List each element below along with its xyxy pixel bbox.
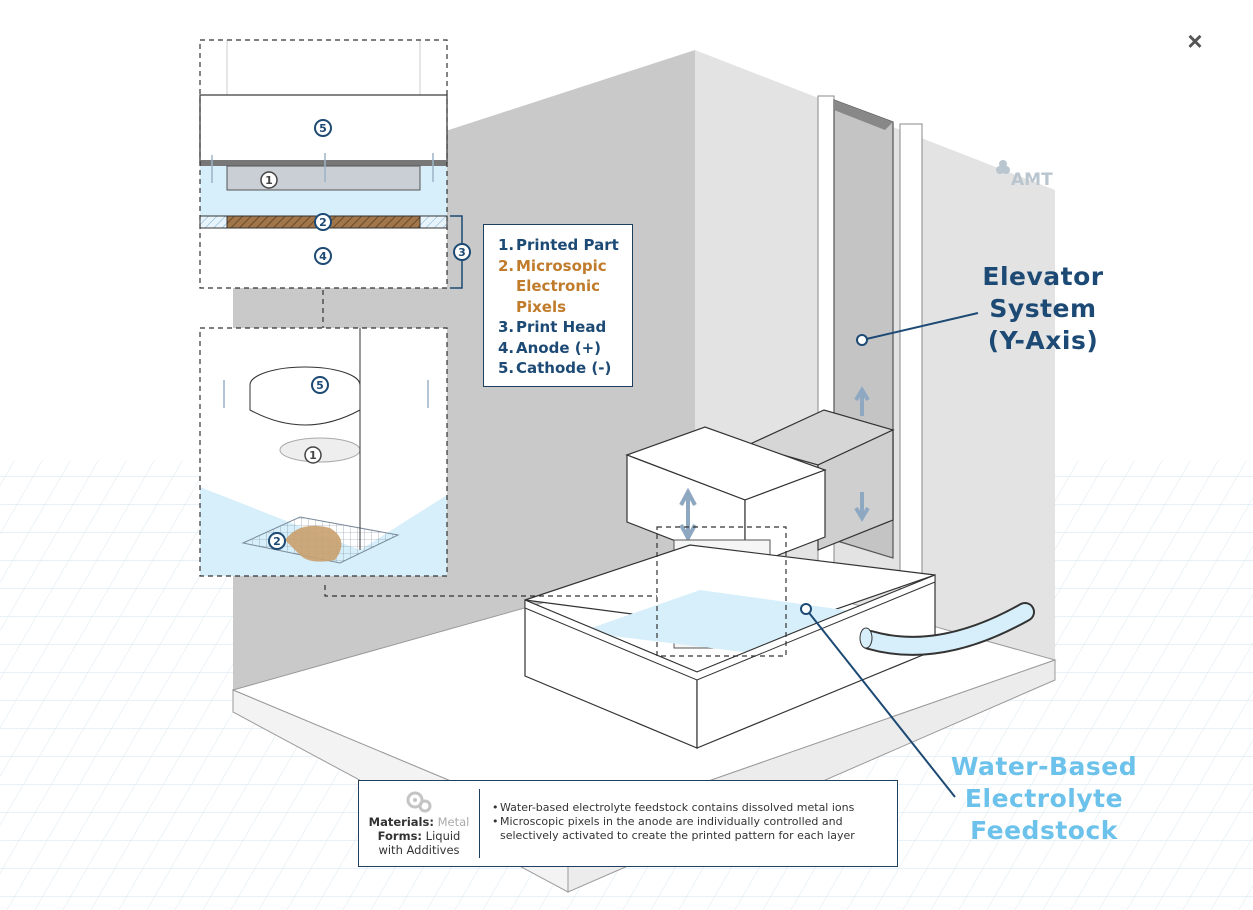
- legend-item: 1.Printed Part: [498, 235, 624, 256]
- forms-value: Liquid: [425, 829, 461, 843]
- forms-line: Forms: Liquid: [359, 829, 479, 843]
- water-leader: [805, 608, 956, 798]
- close-button[interactable]: ×: [1187, 26, 1203, 56]
- info-bullets: •Water-based electrolyte feedstock conta…: [480, 781, 897, 866]
- marker-1-top: 1: [265, 174, 273, 187]
- gears-icon: [406, 791, 432, 813]
- legend-num: 2.: [498, 256, 515, 275]
- info-bullet: •Water-based electrolyte feedstock conta…: [492, 801, 855, 814]
- legend-num: 5.: [498, 359, 515, 377]
- legend-item: 4.Anode (+): [498, 338, 624, 359]
- materials-value: Metal: [437, 815, 470, 829]
- marker-2-bottom: 2: [273, 535, 281, 548]
- info-bullet-text: Water-based electrolyte feedstock contai…: [500, 801, 855, 814]
- elevator-leader: [861, 312, 979, 341]
- legend-label: Cathode (-): [516, 359, 612, 377]
- legend-num: 4.: [498, 338, 515, 357]
- forms-label: Forms:: [377, 829, 423, 843]
- materials-panel: Materials: Metal Forms: Liquid with Addi…: [359, 781, 479, 866]
- legend-label: Printed Part: [516, 236, 619, 254]
- elevator-callout-line: Elevator: [982, 262, 1104, 291]
- marker-3-top: 3: [458, 246, 466, 259]
- water-callout-line: Electrolyte: [964, 784, 1124, 813]
- info-divider: [479, 789, 480, 858]
- marker-1-bottom: 1: [309, 449, 317, 462]
- marker-2-top: 2: [319, 216, 327, 229]
- water-callout-line: Water-Based: [950, 752, 1138, 781]
- elevator-system: [746, 95, 923, 595]
- legend: 1.Printed Part 2.Microsopic Electronic P…: [483, 224, 633, 387]
- legend-label: Anode (+): [516, 338, 602, 357]
- marker-5-top: 5: [319, 122, 327, 135]
- info-bullet: •Microscopic pixels in the anode are ind…: [492, 815, 889, 843]
- amt-logo-text: AMT: [1011, 170, 1053, 190]
- marker-4-top: 4: [319, 250, 327, 263]
- legend-label: Microsopic Electronic Pixels: [516, 256, 607, 316]
- elevator-callout-line: System: [989, 294, 1097, 323]
- legend-label: Print Head: [516, 318, 607, 336]
- info-bullet-text: Microscopic pixels in the anode are indi…: [500, 815, 855, 842]
- legend-item: 2.Microsopic Electronic Pixels: [498, 256, 624, 318]
- legend-item: 5.Cathode (-): [498, 358, 624, 379]
- elevator-callout-line: (Y-Axis): [987, 326, 1099, 355]
- tank: [524, 544, 1035, 749]
- legend-item: 3.Print Head: [498, 317, 624, 338]
- elevator-callout: Elevator System (Y-Axis): [978, 261, 1108, 357]
- inset-print-head: [199, 327, 448, 577]
- number-markers: [260, 119, 471, 550]
- detail-focus-box: [656, 526, 787, 657]
- materials-line: Materials: Metal: [359, 815, 479, 829]
- water-callout-line: Feedstock: [970, 816, 1118, 845]
- legend-num: 1.: [498, 236, 515, 254]
- info-box: Materials: Metal Forms: Liquid with Addi…: [358, 780, 898, 867]
- forms-value-2: with Additives: [378, 843, 460, 857]
- amt-logo: [996, 160, 1010, 174]
- water-callout: Water-Based Electrolyte Feedstock: [944, 751, 1144, 847]
- inset-cross-section: [199, 39, 463, 289]
- materials-label: Materials:: [368, 815, 434, 829]
- marker-5-bottom: 5: [316, 379, 324, 392]
- legend-num: 3.: [498, 318, 515, 336]
